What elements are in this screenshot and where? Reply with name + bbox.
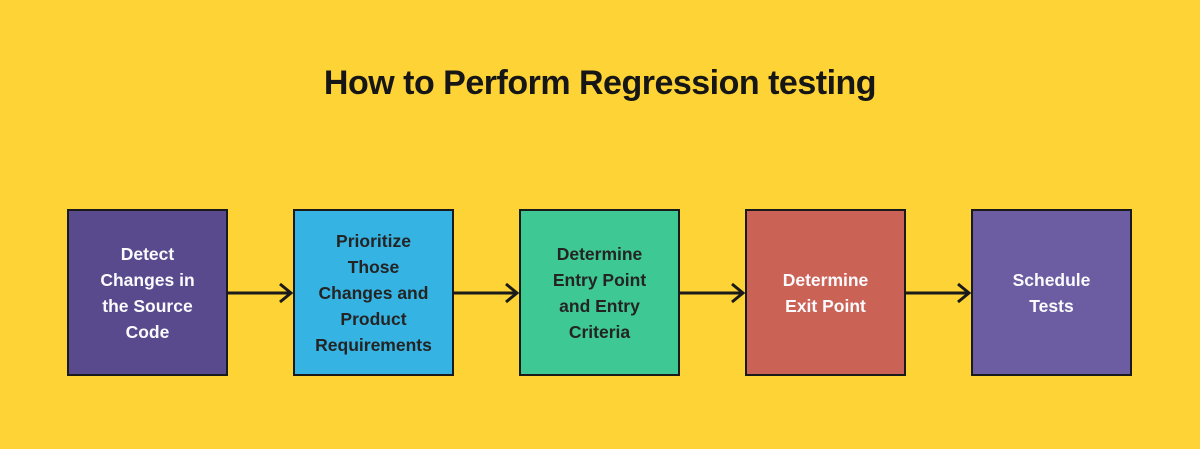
flow-arrow-right-icon	[906, 282, 971, 304]
step-label: Determine Exit Point	[782, 269, 869, 316]
step-box-exit-point: Determine Exit Point	[745, 209, 906, 376]
step-label: Schedule Tests	[1012, 269, 1091, 316]
flow-arrow-right-icon	[228, 282, 293, 304]
flow-arrow-right-icon	[454, 282, 519, 304]
step-box-entry-point: Determine Entry Point and Entry Criteria	[519, 209, 680, 376]
step-label: Detect Changes in the Source Code	[100, 243, 195, 342]
step-box-schedule-tests: Schedule Tests	[971, 209, 1132, 376]
step-box-detect-changes: Detect Changes in the Source Code	[67, 209, 228, 376]
flow-arrow-right-icon	[680, 282, 745, 304]
diagram-title: How to Perform Regression testing	[323, 64, 877, 102]
step-label: Determine Entry Point and Entry Criteria	[552, 243, 647, 342]
step-box-prioritize-changes: Prioritize Those Changes and Product Req…	[293, 209, 454, 376]
step-label: Prioritize Those Changes and Product Req…	[315, 230, 432, 355]
